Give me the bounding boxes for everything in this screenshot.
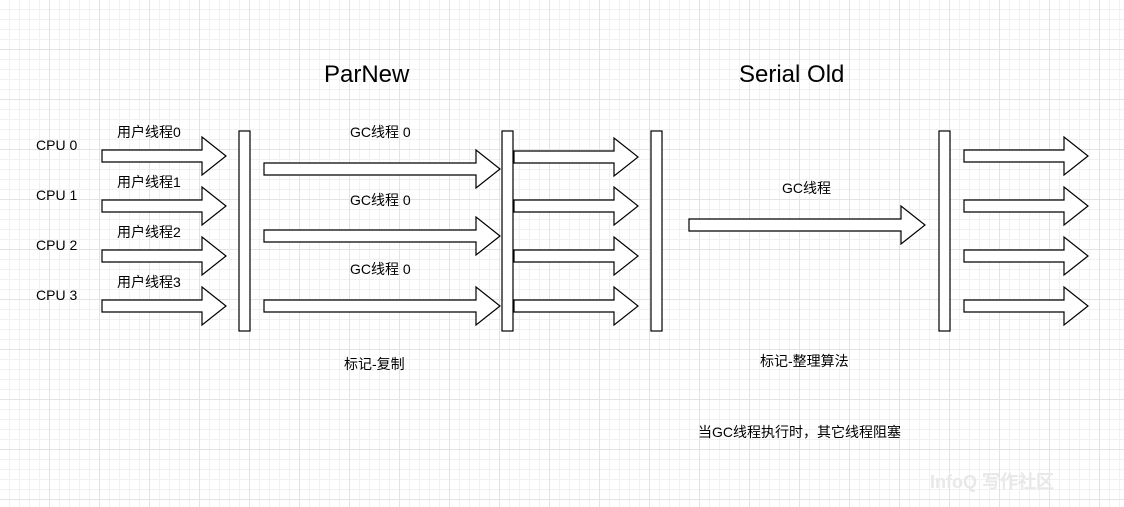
safepoint-bar-1 <box>238 130 251 332</box>
user-thread-label-0: 用户线程0 <box>117 124 181 140</box>
resume-arrow-serial-1 <box>963 185 1089 227</box>
safepoint-bar-2 <box>501 130 514 332</box>
user-thread-label-2: 用户线程2 <box>117 224 181 240</box>
caption-parnew-algorithm: 标记-复制 <box>344 356 405 372</box>
user-thread-arrow-3 <box>101 285 227 327</box>
resume-arrow-serial-2 <box>963 235 1089 277</box>
resume-arrow-serial-3 <box>963 285 1089 327</box>
gc-thread-label-1: GC线程 0 <box>350 192 411 208</box>
user-thread-arrow-2 <box>101 235 227 277</box>
user-thread-arrow-1 <box>101 185 227 227</box>
resume-arrow-parnew-0 <box>513 136 639 178</box>
watermark: InfoQ 写作社区 <box>930 472 1054 492</box>
gc-thread-arrow-1 <box>263 215 501 257</box>
resume-arrow-parnew-1 <box>513 185 639 227</box>
resume-arrow-parnew-3 <box>513 285 639 327</box>
title-parnew: ParNew <box>324 61 410 88</box>
gc-thread-label-serial: GC线程 <box>782 180 831 196</box>
caption-note: 当GC线程执行时，其它线程阻塞 <box>698 424 901 440</box>
safepoint-bar-4 <box>938 130 951 332</box>
user-thread-arrow-0 <box>101 135 227 177</box>
user-thread-label-3: 用户线程3 <box>117 274 181 290</box>
caption-serial-algorithm: 标记-整理算法 <box>760 353 849 369</box>
title-serial-old: Serial Old <box>739 61 845 88</box>
safepoint-bar-3 <box>650 130 663 332</box>
gc-thread-arrow-0 <box>263 148 501 190</box>
cpu-label-0: CPU 0 <box>36 137 78 153</box>
cpu-label-1: CPU 1 <box>36 187 78 203</box>
cpu-label-2: CPU 2 <box>36 237 78 253</box>
gc-thread-label-2: GC线程 0 <box>350 261 411 277</box>
gc-thread-label-0: GC线程 0 <box>350 124 411 140</box>
cpu-label-3: CPU 3 <box>36 287 78 303</box>
resume-arrow-parnew-2 <box>513 235 639 277</box>
resume-arrow-serial-0 <box>963 135 1089 177</box>
user-thread-label-1: 用户线程1 <box>117 174 181 190</box>
gc-thread-arrow-serial <box>688 204 926 246</box>
gc-thread-arrow-2 <box>263 285 501 327</box>
